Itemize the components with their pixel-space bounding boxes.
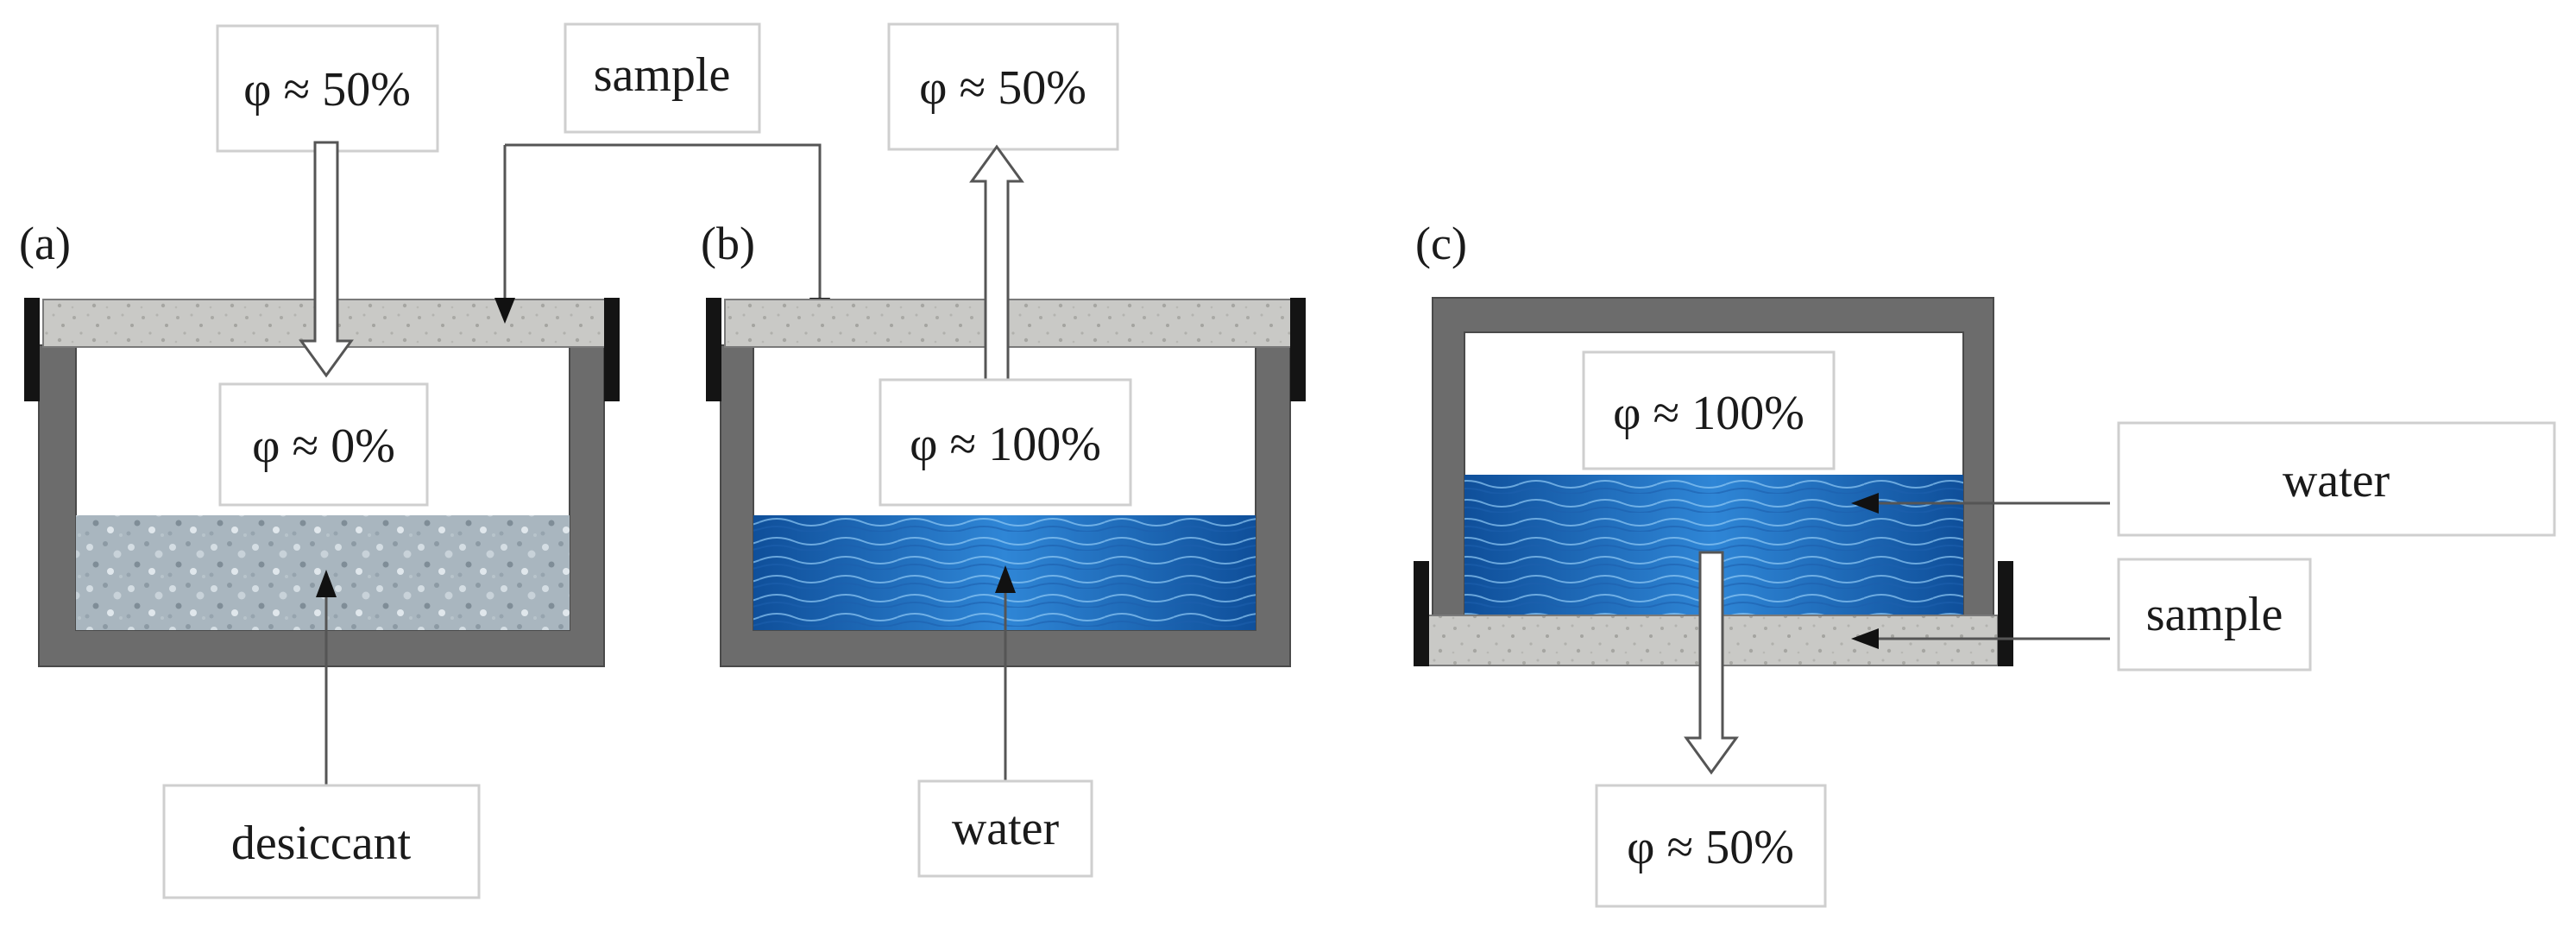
clamp-b-left (706, 298, 721, 401)
c-bottom-label-box (1595, 784, 1827, 908)
panel-a: (a) φ ≈ 50% φ ≈ 0% desiccant (19, 24, 620, 899)
desiccant-fill (76, 515, 570, 630)
a-bottom-label-box (162, 784, 481, 899)
c-water-label: water (2283, 454, 2390, 508)
shared-sample-callout: sample (494, 22, 830, 324)
clamp-a-left (24, 298, 40, 401)
shared-sample-label: sample (594, 48, 731, 102)
panel-c-tag: (c) (1415, 218, 1467, 269)
panel-a-tag: (a) (19, 218, 71, 269)
water-c-leader-arrowhead (1851, 493, 1879, 514)
a-inflow-arrow (299, 141, 354, 378)
sample-c-leader-arrowhead (1851, 628, 1879, 649)
b-outflow-arrow (969, 144, 1024, 386)
panel-c: (c) φ ≈ 100% water sample φ ≈ 50% (1414, 218, 2556, 908)
clamp-c-right (1998, 561, 2013, 666)
a-top-label: φ ≈ 50% (243, 63, 411, 117)
c-sample-label: sample (2146, 588, 2283, 641)
desiccant-leader-arrowhead (316, 570, 337, 597)
panel-b: (b) φ ≈ 50% φ ≈ 100% water (701, 22, 1306, 878)
c-outflow-arrow (1684, 551, 1739, 775)
sample-leader-top (505, 143, 822, 298)
c-bottom-label: φ ≈ 50% (1627, 821, 1794, 874)
c-sample-label-box (2117, 558, 2312, 672)
c-water-label-box (2117, 421, 2556, 537)
sample-leader-a-head (494, 298, 515, 324)
b-inner-label: φ ≈ 100% (910, 418, 1101, 471)
c-inner-label: φ ≈ 100% (1613, 387, 1804, 440)
sample-b (724, 299, 1295, 348)
a-inner-label-box (218, 382, 429, 507)
b-top-label-box (887, 22, 1119, 151)
a-bottom-label: desiccant (231, 817, 412, 870)
b-inner-label-box (879, 378, 1132, 507)
water-b-leader-arrowhead (995, 565, 1016, 593)
clamp-c-left (1414, 561, 1429, 666)
c-inner-label-box (1582, 350, 1836, 470)
b-bottom-label: water (952, 802, 1060, 855)
panel-b-tag: (b) (701, 218, 755, 269)
clamp-b-right (1290, 298, 1306, 401)
b-bottom-label-box (917, 779, 1093, 878)
clamp-a-right (604, 298, 620, 401)
b-top-label: φ ≈ 50% (919, 61, 1086, 115)
a-inner-label: φ ≈ 0% (252, 419, 395, 473)
shared-sample-box (564, 22, 761, 134)
